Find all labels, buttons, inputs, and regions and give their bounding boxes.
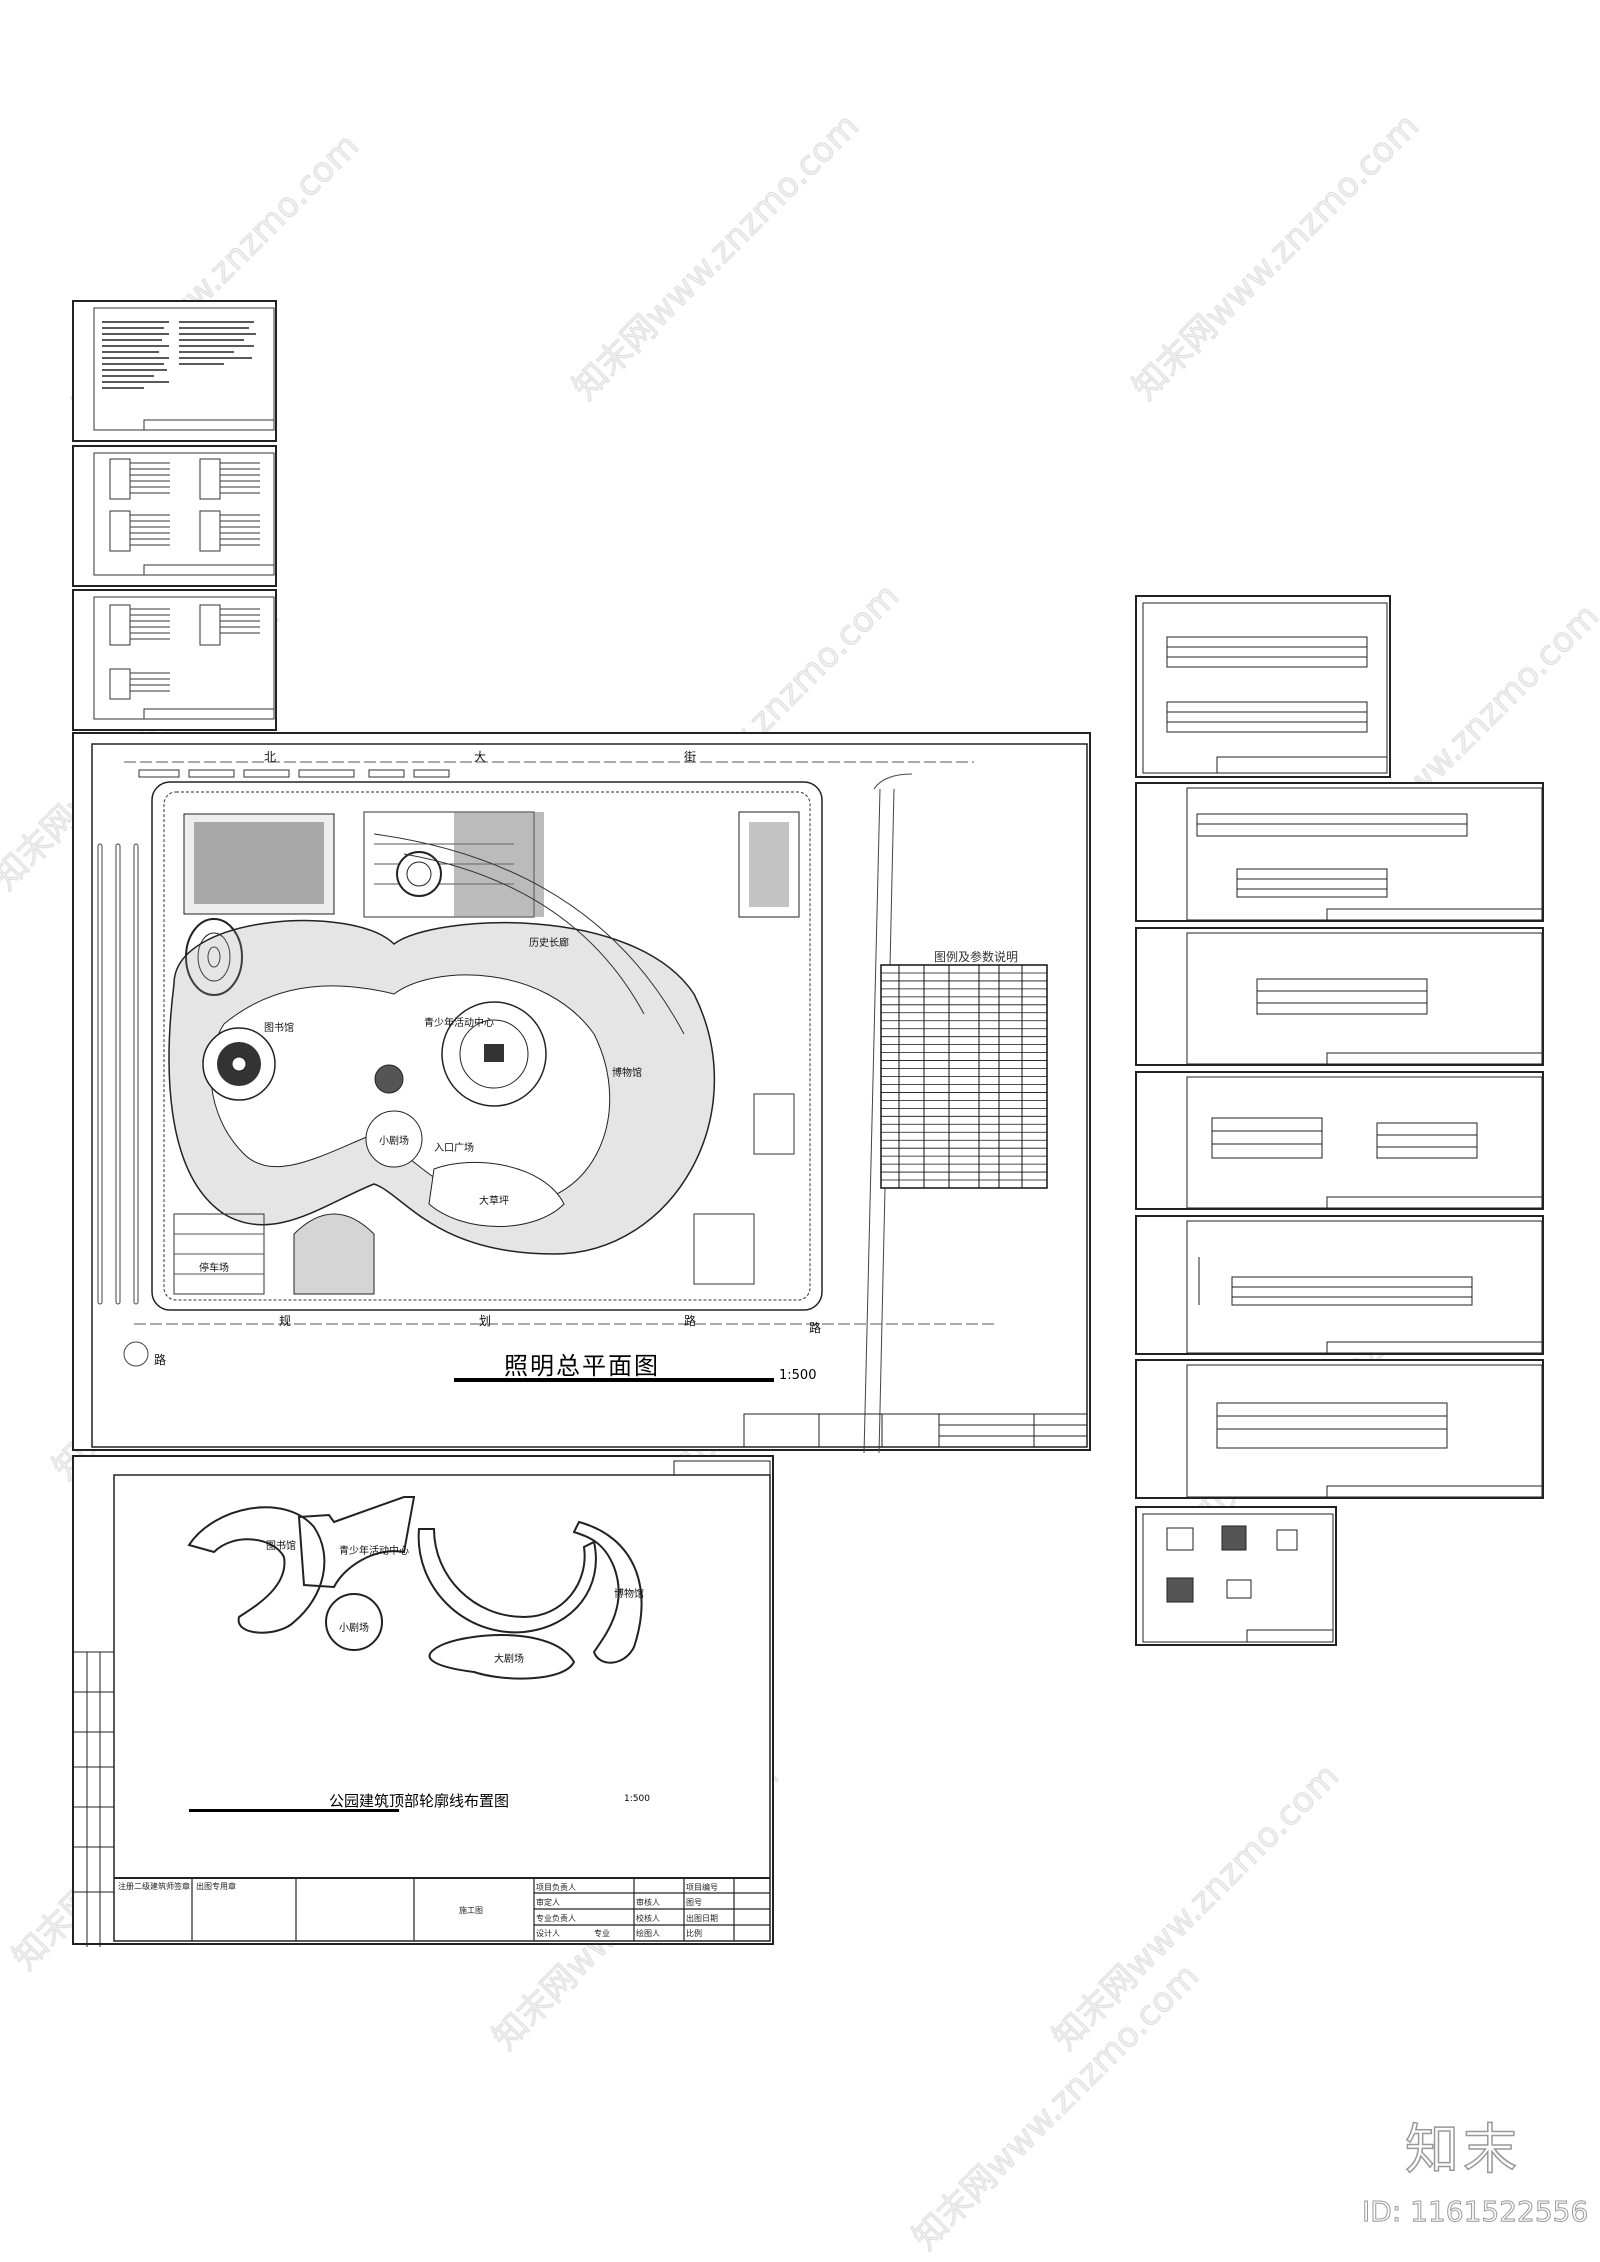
elevation-sheet-6 (1135, 1359, 1544, 1499)
elevation-drawing (1186, 787, 1543, 921)
street-label: 路 (809, 1321, 822, 1335)
wiring-diagram-sheet-2 (72, 589, 277, 731)
elevation-sheet-2 (1135, 782, 1544, 922)
title-block-cell: 注册二级建筑师签章 (118, 1882, 190, 1891)
area-label: 大剧场 (494, 1654, 524, 1665)
title-block-cell: 审核人 (636, 1898, 660, 1907)
title-block-cell: 专业 (594, 1929, 610, 1938)
brand-logo: 知末 (1404, 2117, 1521, 2182)
watermark-text: 知末网www.znzmo.com (905, 1955, 1208, 2258)
title-block-cell: 项目编号 (686, 1883, 718, 1892)
detail-drawing (1142, 1513, 1334, 1643)
title-block-cell: 出图专用章 (196, 1882, 236, 1891)
watermark-text: 知末网www.znzmo.com (565, 105, 868, 408)
street-label: 北 (264, 750, 277, 764)
elevation-drawing (1142, 602, 1388, 774)
title-block-cell: 项目负责人 (536, 1883, 576, 1892)
wiring-diagram-sheet-1 (72, 445, 277, 587)
brand-id: ID: 1161522556 (1361, 2195, 1589, 2229)
title-block-cell: 校核人 (636, 1914, 660, 1923)
elevation-drawing (1186, 1364, 1543, 1498)
title-block-cell: 设计人 (536, 1929, 560, 1938)
title-block-cell: 审定人 (536, 1898, 560, 1907)
elevation-sheet-1 (1135, 595, 1391, 778)
street-label: 路 (684, 1314, 697, 1328)
area-label: 青少年活动中心 (424, 1018, 494, 1029)
area-label: 图书馆 (264, 1023, 294, 1034)
elevation-drawing (1186, 1220, 1543, 1354)
street-label: 街 (684, 750, 697, 764)
roof-plan-title: 公园建筑顶部轮廓线布置图 (329, 1792, 510, 1810)
area-label: 青少年活动中心 (339, 1546, 409, 1557)
title-block-cell: 施工图 (459, 1906, 483, 1915)
title-block-cell: 比例 (686, 1929, 702, 1938)
legend-title: 图例及参数说明 (934, 950, 1019, 964)
area-label: 小剧场 (379, 1136, 409, 1147)
street-label: 划 (479, 1314, 492, 1328)
street-label: 路 (154, 1353, 167, 1367)
area-label: 图书馆 (266, 1541, 296, 1552)
detail-sheet (1135, 1506, 1337, 1646)
elevation-sheet-3 (1135, 927, 1544, 1066)
title-block-cell: 专业负责人 (536, 1914, 576, 1923)
watermark-text: 知末网www.znzmo.com (1125, 105, 1428, 408)
street-label: 大 (474, 750, 487, 764)
design-notes-sheet (72, 300, 277, 442)
elevation-drawing (1186, 932, 1543, 1065)
elevation-sheet-5 (1135, 1215, 1544, 1355)
wiring-drawing (93, 596, 275, 720)
area-label: 博物馆 (612, 1068, 642, 1079)
lighting-master-plan-sheet: 北 大 街 规 划 路 路 路 图书馆 青少年活动中心 入口广场 小剧场 大草坪… (72, 732, 1091, 1453)
wiring-drawing (93, 452, 275, 576)
site-plan-drawing (91, 743, 1088, 1453)
area-label: 大草坪 (479, 1196, 509, 1207)
plan-scale: 1:500 (779, 1368, 817, 1383)
area-label: 停车场 (199, 1263, 229, 1274)
title-block-cell: 图号 (686, 1898, 702, 1907)
title-block-cell: 出图日期 (686, 1914, 718, 1923)
area-label: 小剧场 (339, 1623, 369, 1634)
area-label: 入口广场 (434, 1143, 474, 1154)
roof-plan-scale: 1:500 (624, 1794, 650, 1804)
notes-drawing (93, 307, 275, 431)
roof-outline-drawing (74, 1460, 771, 1947)
elevation-drawing (1186, 1076, 1543, 1209)
title-block-cell: 绘图人 (636, 1929, 660, 1938)
street-label: 规 (279, 1314, 292, 1328)
elevation-sheet-4 (1135, 1071, 1544, 1210)
roof-outline-sheet: 图书馆 青少年活动中心 小剧场 大剧场 博物馆 公园建筑顶部轮廓线布置图 1:5… (72, 1455, 774, 1947)
area-label: 博物馆 (614, 1589, 644, 1600)
plan-title: 照明总平面图 (504, 1352, 660, 1380)
area-label: 历史长廊 (529, 938, 569, 949)
watermark-text: 知末网www.znzmo.com (1045, 1755, 1348, 2058)
